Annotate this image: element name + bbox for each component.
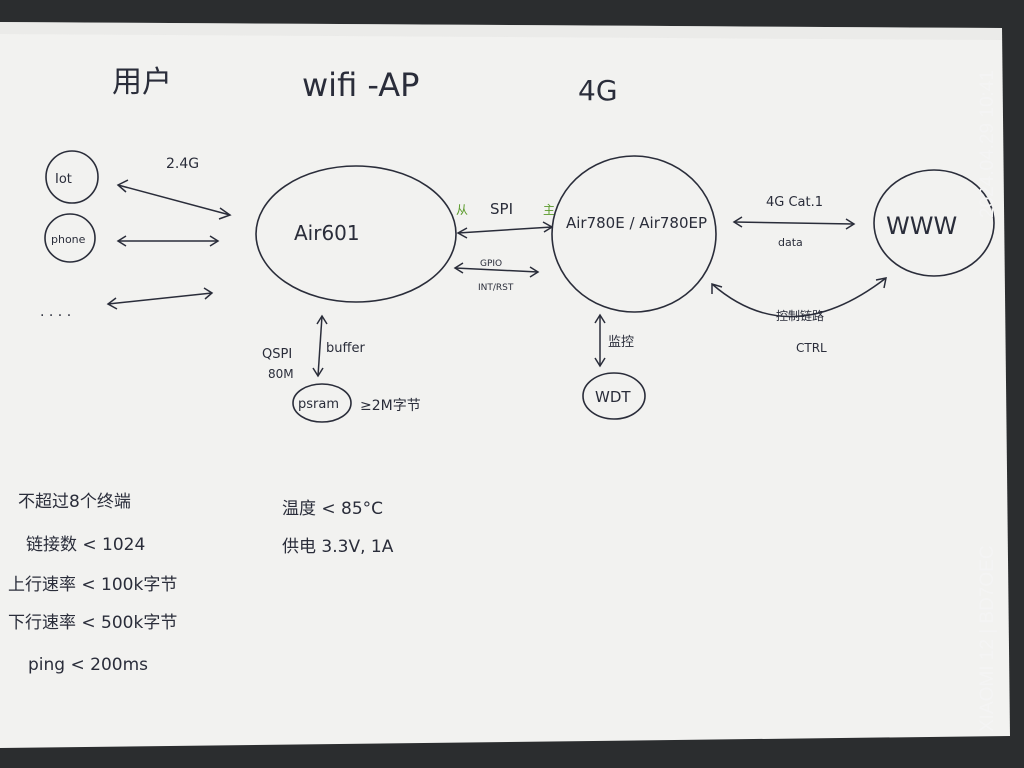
buffer-label: buffer <box>326 341 365 356</box>
cat1-label: 4G Cat.1 <box>766 195 823 210</box>
more-devices: . . . . <box>40 304 71 320</box>
psram-node <box>292 383 352 423</box>
spec-left-item: 上行速率 < 100k字节 <box>8 575 177 595</box>
specs-right: 温度 < 85°C 供电 3.3V, 1A <box>282 499 394 557</box>
gpio-arrow <box>453 262 540 278</box>
spec-right-item: 温度 < 85°C <box>282 499 383 519</box>
air780-node <box>551 155 717 313</box>
iot-label: Iot <box>55 172 72 187</box>
watchdog-arrow <box>594 313 606 368</box>
wifi-arrow-phone <box>116 235 220 247</box>
paper-sheet <box>0 22 1010 748</box>
wifi-band-label: 2.4G <box>166 156 199 172</box>
watermark-camera: XIAOMI 12 | BD7OEC <box>977 545 998 732</box>
wifi-arrow-iot <box>116 179 232 220</box>
qspi-speed-label: 80M <box>268 367 294 381</box>
watchdog-label: 监控 <box>608 335 634 350</box>
phone-node <box>44 213 96 263</box>
spec-left-item: 链接数 < 1024 <box>26 535 145 555</box>
spi-label: SPI <box>490 200 513 218</box>
qspi-arrow <box>312 314 328 378</box>
spi-master-label: 主 <box>543 203 555 217</box>
spec-right-item: 供电 3.3V, 1A <box>282 537 394 557</box>
phone-label: phone <box>51 233 86 246</box>
ctrl-label-cn: 控制链路 <box>776 308 824 323</box>
specs-left: 不超过8个终端 链接数 < 1024 上行速率 < 100k字节 下行速率 < … <box>8 492 177 675</box>
spec-left-item: 不超过8个终端 <box>18 492 131 512</box>
spec-left-item: ping < 200ms <box>28 655 148 675</box>
wdt-node <box>582 372 646 420</box>
header-wifi-ap: wifi -AP <box>302 66 419 104</box>
int-rst-label: INT/RST <box>478 283 514 293</box>
qspi-label: QSPI <box>262 347 292 362</box>
paper-shadow <box>0 22 1002 40</box>
spec-left-item: 下行速率 < 500k字节 <box>8 613 177 633</box>
data-label: data <box>778 236 803 249</box>
header-user: 用户 <box>112 65 172 100</box>
gpio-label: GPIO <box>480 259 502 269</box>
air780-label: Air780E / Air780EP <box>566 214 707 232</box>
header-4g: 4G <box>578 74 618 107</box>
ctrl-arrow <box>711 277 887 318</box>
psram-size-label: ≥2M字节 <box>360 398 421 414</box>
cat1-arrow <box>732 216 856 230</box>
psram-label: psram <box>298 397 339 412</box>
air601-label: Air601 <box>294 221 360 245</box>
watermark-timestamp: 2024.04.29 10:41 <box>977 70 998 218</box>
wifi-arrow-more <box>106 287 214 310</box>
www-node <box>873 169 995 277</box>
wdt-label: WDT <box>595 388 631 406</box>
ctrl-label: CTRL <box>796 341 827 355</box>
spi-slave-label: 从 <box>456 203 468 217</box>
www-label: WWW <box>886 212 957 240</box>
iot-node <box>45 150 99 204</box>
air601-node <box>255 165 457 303</box>
